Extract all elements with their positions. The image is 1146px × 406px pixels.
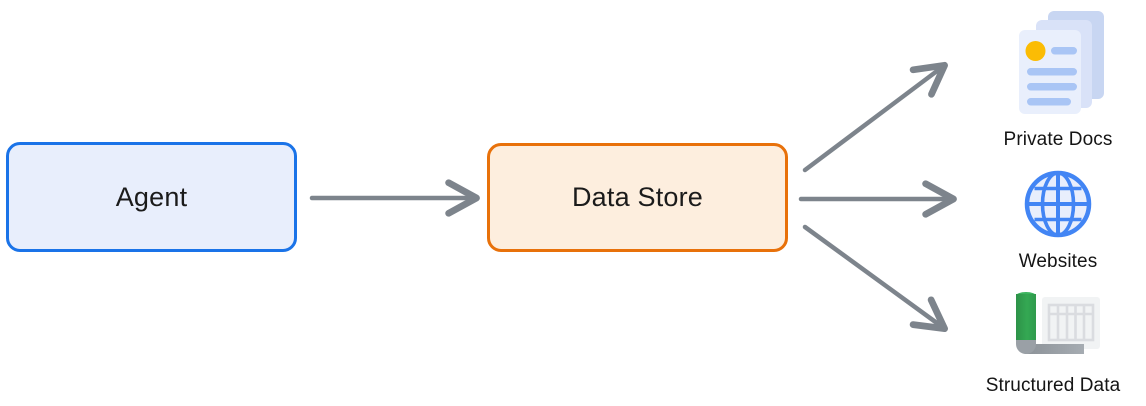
endpoint-websites[interactable]: Websites (958, 168, 1146, 273)
spreadsheet-roll-icon (1001, 292, 1105, 369)
node-agent-label: Agent (115, 181, 188, 212)
node-data-store[interactable]: Data Store (487, 143, 788, 252)
connector-data-store-to-structured-data (802, 224, 949, 333)
node-agent[interactable]: Agent (6, 142, 297, 252)
endpoint-structured-data-label: Structured Data (985, 375, 1121, 396)
endpoint-private-docs[interactable]: Private Docs (958, 8, 1146, 151)
endpoint-private-docs-label: Private Docs (1003, 129, 1113, 150)
endpoint-structured-data[interactable]: Structured Data (948, 292, 1146, 397)
endpoint-websites-label: Websites (1018, 251, 1098, 272)
globe-icon (1022, 168, 1094, 245)
documents-stack-icon (1002, 8, 1114, 123)
connector-data-store-to-private-docs (802, 61, 948, 173)
node-data-store-label: Data Store (571, 182, 704, 212)
